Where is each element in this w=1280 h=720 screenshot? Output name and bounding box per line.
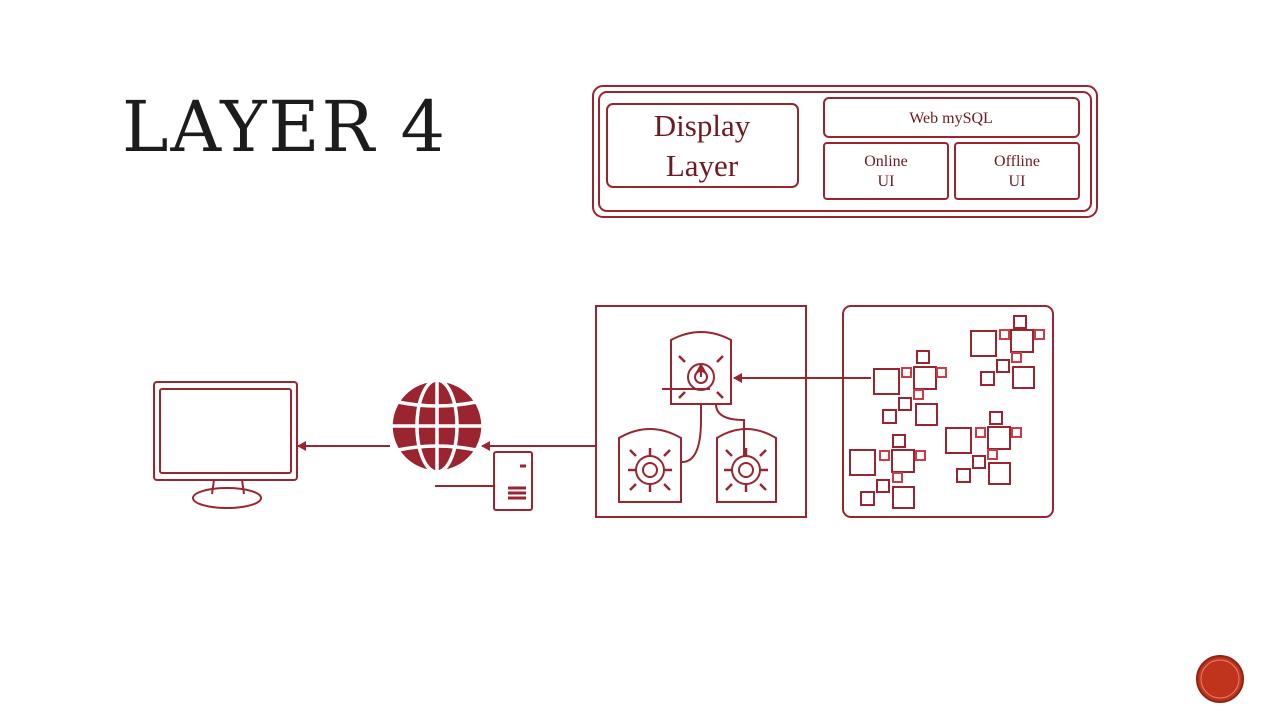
offline-ui-label-line2: UI bbox=[1009, 173, 1026, 190]
scattered-data-icon bbox=[842, 305, 1054, 518]
globe-icon bbox=[389, 378, 485, 474]
layer-box-outer bbox=[592, 85, 1098, 218]
web-mysql-box bbox=[823, 97, 1080, 138]
layer-box bbox=[592, 85, 1098, 218]
slide-title: LAYER 4 bbox=[122, 86, 448, 168]
display-layer-label-line2: Layer bbox=[666, 148, 739, 183]
next-slide-button[interactable] bbox=[1196, 655, 1244, 703]
display-layer-box bbox=[606, 103, 799, 188]
monitor-icon bbox=[153, 381, 298, 509]
offline-ui-box bbox=[954, 142, 1080, 200]
hub-nodes-icon bbox=[595, 305, 807, 518]
hub-node-top bbox=[662, 331, 732, 405]
layer-box-inner bbox=[598, 91, 1092, 212]
display-layer-label-line1: Display bbox=[654, 108, 751, 143]
web-mysql-label: Web mySQL bbox=[909, 110, 993, 127]
hub-node-right bbox=[716, 428, 777, 503]
layer-box-labels: Display Layer Web mySQL Online UI Offlin… bbox=[654, 108, 1040, 190]
hub-node-left bbox=[618, 428, 682, 503]
online-ui-label-line1: Online bbox=[864, 153, 908, 170]
online-ui-box bbox=[823, 142, 949, 200]
server-tower-icon bbox=[435, 451, 533, 511]
online-ui-label-line2: UI bbox=[878, 173, 895, 190]
offline-ui-label-line1: Offline bbox=[994, 153, 1040, 170]
